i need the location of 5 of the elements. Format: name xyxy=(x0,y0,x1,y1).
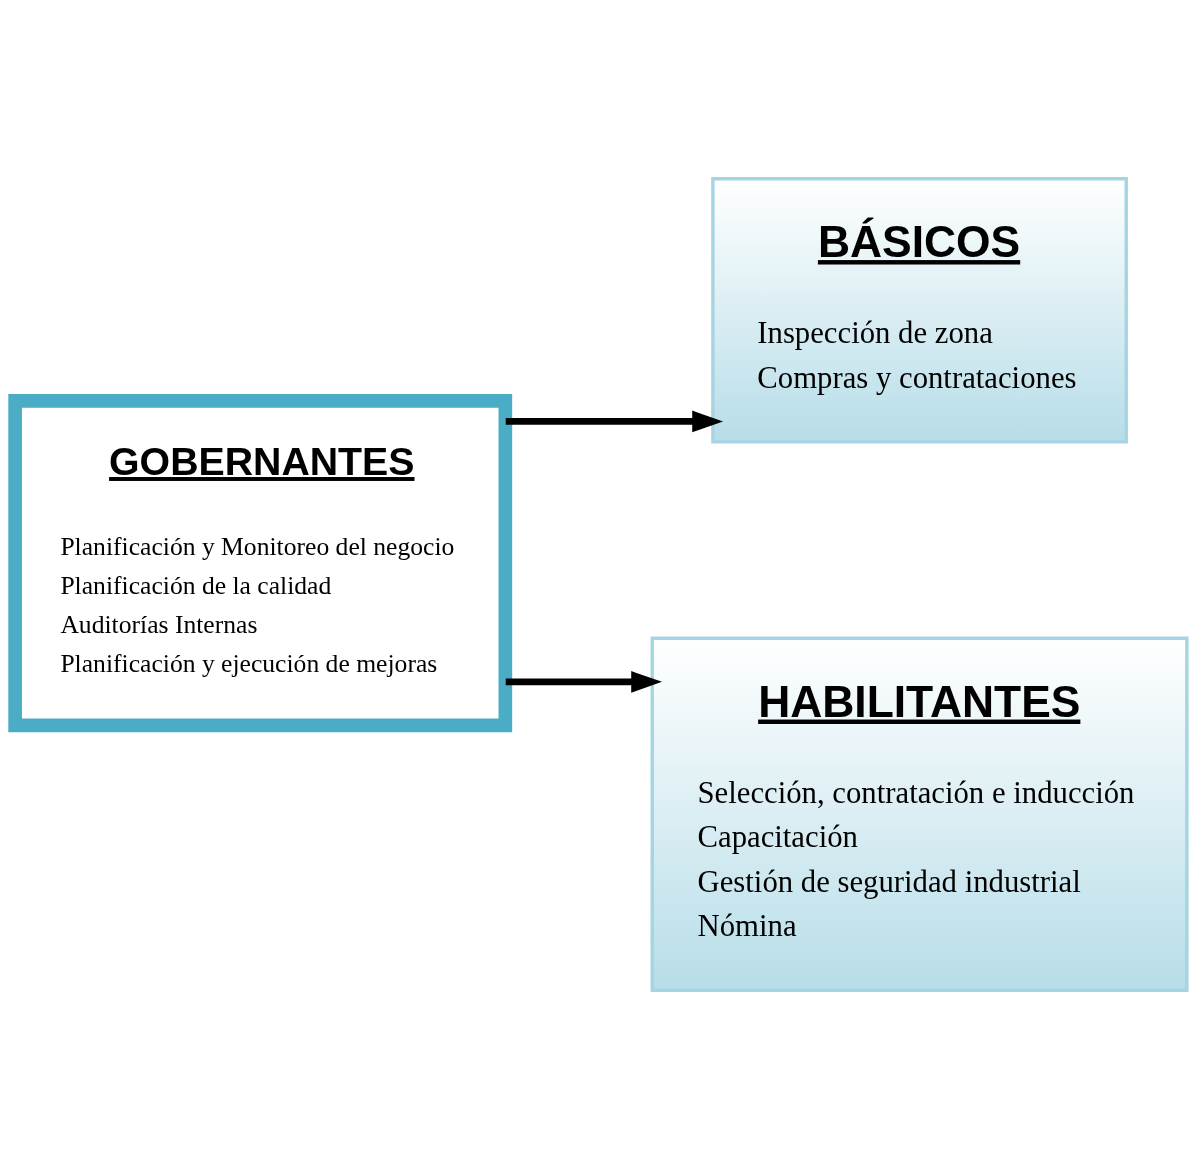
arrow xyxy=(505,410,724,433)
node-box: GOBERNANTES Planificación y Monitoreo del negocio Planificación de la calidad Auditorías Internas Planificación y ejecución de mejoras xyxy=(8,394,513,733)
node-box: HABILITANTES Selección, contratación e inducción Capacitación Gestión de seguridad industrial Nómina xyxy=(650,636,1189,992)
node-box: BÁSICOS Inspección de zona Compras y contrataciones xyxy=(711,177,1128,444)
arrow xyxy=(505,671,663,693)
